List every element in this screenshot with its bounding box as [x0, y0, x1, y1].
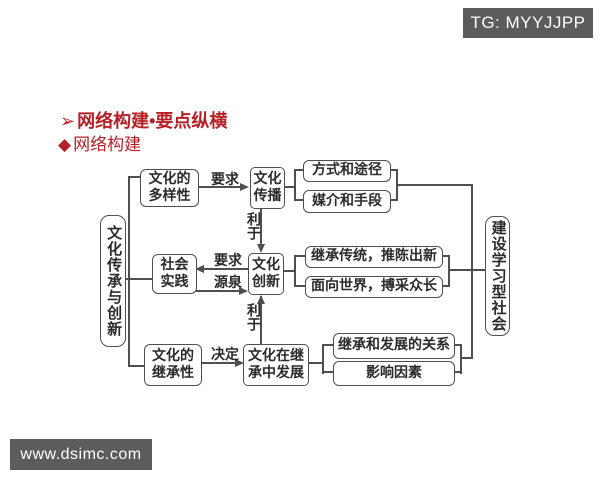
- connector-line: [282, 270, 294, 272]
- connector-line: [389, 199, 396, 201]
- arrow-bullet-icon: ➢: [60, 111, 76, 131]
- node-cultural-diversity: 文化的 多样性: [140, 169, 199, 207]
- connector-line: [471, 184, 473, 359]
- connector-line: [124, 278, 152, 280]
- node-cultural-spread: 文化 传播: [250, 167, 285, 209]
- connector-line: [448, 255, 450, 287]
- connector-line: [322, 344, 324, 374]
- connector-line: [294, 169, 296, 201]
- arrowhead-right-icon: [235, 359, 244, 367]
- arrowhead-down-icon: [257, 244, 265, 253]
- arrow-line: [195, 290, 240, 292]
- arrow-line: [260, 296, 262, 344]
- node-cultural-inheritance-innovation: 文化传承与创新: [100, 215, 126, 347]
- node-media-and-means: 媒介和手段: [303, 190, 391, 213]
- connector-line: [294, 285, 305, 287]
- watermark-telegram: TG: MYYJJPP: [463, 8, 593, 38]
- arrow-line: [260, 207, 262, 245]
- arrowhead-right-icon: [239, 287, 248, 295]
- node-cultural-innovation: 文化 创新: [248, 253, 284, 295]
- subsection-heading-text: 网络构建: [73, 135, 142, 154]
- connector-line: [396, 184, 473, 186]
- section-heading-text: 网络构建•要点纵横: [77, 111, 228, 131]
- edge-label-benefit-2: 利于: [245, 303, 260, 331]
- watermark-website: www.dsimc.com: [10, 439, 152, 470]
- node-develop-in-inheritance: 文化在继 承中发展: [243, 344, 309, 386]
- connector-line: [283, 186, 295, 188]
- connector-line: [128, 365, 144, 367]
- arrowhead-right-icon: [240, 183, 249, 191]
- node-influencing-factors: 影响因素: [333, 361, 455, 386]
- connector-line: [448, 269, 485, 271]
- connector-line: [128, 176, 140, 178]
- connector-line: [322, 371, 333, 373]
- connector-line: [453, 344, 460, 346]
- connector-line: [294, 255, 305, 257]
- node-learning-society: 建设学习型社会: [485, 216, 510, 336]
- connector-line: [441, 255, 448, 257]
- connector-line: [294, 199, 303, 201]
- connector-line: [460, 357, 473, 359]
- node-cultural-heritability: 文化的 继承性: [144, 344, 202, 386]
- connector-line: [128, 176, 130, 367]
- section-heading: ➢网络构建•要点纵横: [60, 107, 227, 133]
- edge-label-benefit-1: 利于: [245, 212, 260, 240]
- node-inheritance-development-relation: 继承和发展的关系: [333, 333, 455, 359]
- connector-line: [294, 255, 296, 287]
- connector-line: [453, 371, 460, 373]
- edge-label-require-2: 要求: [214, 254, 242, 269]
- arrow-line: [197, 186, 240, 188]
- connector-line: [441, 285, 448, 287]
- diamond-bullet-icon: ◆: [58, 135, 72, 154]
- connector-line: [307, 362, 323, 364]
- edge-label-determine: 决定: [211, 348, 239, 363]
- node-inherit-tradition: 继承传统，推陈出新: [305, 246, 443, 268]
- arrow-line: [200, 362, 236, 364]
- arrow-line: [204, 268, 248, 270]
- node-social-practice: 社会 实践: [152, 254, 197, 294]
- arrowhead-up-icon: [257, 295, 265, 304]
- subsection-heading: ◆网络构建: [58, 130, 141, 155]
- connector-line: [389, 169, 396, 171]
- connector-line: [322, 344, 333, 346]
- node-face-the-world: 面向世界，搏采众长: [305, 276, 443, 298]
- node-ways-and-approaches: 方式和途径: [303, 160, 391, 182]
- connector-line: [460, 344, 462, 374]
- edge-label-require-1: 要求: [211, 173, 239, 188]
- edge-label-source: 源泉: [214, 276, 242, 291]
- connector-line: [294, 169, 303, 171]
- arrowhead-left-icon: [195, 265, 204, 273]
